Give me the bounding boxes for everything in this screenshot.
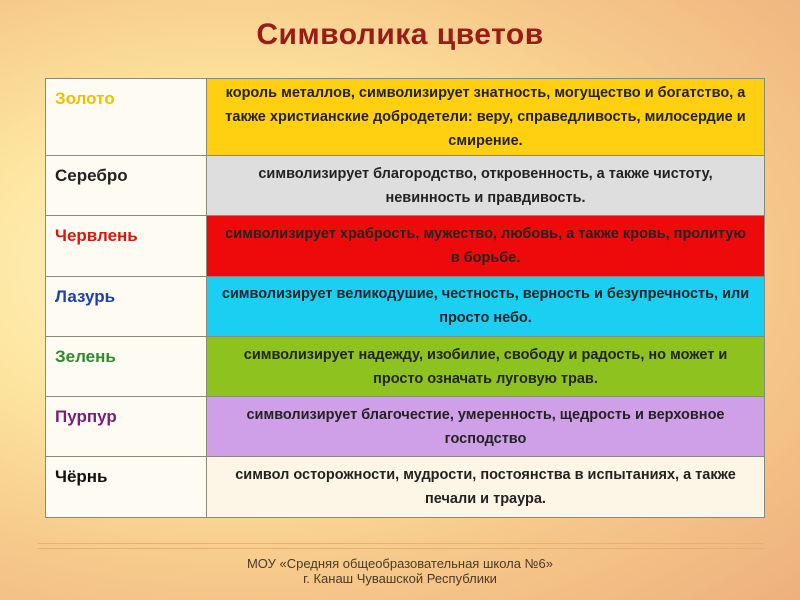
- color-name-cell: Чёрнь: [45, 456, 207, 518]
- table-row: Зелень символизирует надежду, изобилие, …: [45, 335, 765, 398]
- color-description-cell: символизирует благородство, откровенност…: [206, 154, 765, 217]
- color-description: король металлов, символизирует знатность…: [225, 85, 746, 149]
- color-name: Червлень: [55, 226, 138, 246]
- table-row: Золото король металлов, символизирует зн…: [45, 78, 765, 156]
- color-description-cell: символизирует храбрость, мужество, любов…: [206, 215, 765, 277]
- color-description-cell: символ осторожности, мудрости, постоянст…: [206, 456, 765, 518]
- color-description: символизирует храбрость, мужество, любов…: [225, 225, 746, 266]
- footer-divider-top: [38, 543, 764, 544]
- color-name-cell: Лазурь: [45, 275, 207, 337]
- color-name-cell: Червлень: [45, 215, 207, 277]
- school-name: МОУ «Средняя общеобразовательная школа №…: [246, 556, 554, 571]
- footer: МОУ «Средняя общеобразовательная школа №…: [0, 556, 800, 586]
- table-row: Пурпур символизирует благочестие, умерен…: [45, 396, 765, 458]
- color-description-cell: символизирует благочестие, умеренность, …: [206, 396, 765, 458]
- color-description: символизирует надежду, изобилие, свободу…: [243, 346, 728, 387]
- color-name: Чёрнь: [55, 467, 108, 487]
- school-location: г. Канаш Чувашской Республики: [303, 571, 497, 586]
- footer-divider-bottom: [38, 548, 764, 549]
- color-name-cell: Серебро: [45, 154, 207, 217]
- color-name: Золото: [55, 89, 115, 108]
- color-description: символизирует благочестие, умеренность, …: [246, 406, 725, 447]
- colors-table: Золото король металлов, символизирует зн…: [45, 78, 765, 518]
- color-description-cell: символизирует великодушие, честность, ве…: [206, 275, 765, 337]
- color-name-cell: Зелень: [45, 335, 207, 398]
- page-title: Символика цветов: [256, 18, 544, 51]
- color-name-cell: Золото: [45, 78, 207, 156]
- color-name: Пурпур: [55, 407, 117, 427]
- color-name: Зелень: [55, 346, 116, 366]
- color-description: символ осторожности, мудрости, постоянст…: [235, 467, 736, 508]
- color-name-cell: Пурпур: [45, 396, 207, 458]
- table-row: Лазурь символизирует великодушие, честно…: [45, 275, 765, 337]
- table-row: Чёрнь символ осторожности, мудрости, пос…: [45, 456, 765, 518]
- table-row: Серебро символизирует благородство, откр…: [45, 154, 765, 217]
- color-name: Серебро: [55, 166, 128, 185]
- color-description-cell: король металлов, символизирует знатность…: [206, 78, 765, 156]
- color-name: Лазурь: [55, 286, 116, 306]
- table-row: Червлень символизирует храбрость, мужест…: [45, 215, 765, 277]
- color-description: символизирует благородство, откровенност…: [258, 165, 713, 206]
- color-description-cell: символизирует надежду, изобилие, свободу…: [206, 335, 765, 398]
- color-description: символизирует великодушие, честность, ве…: [221, 286, 750, 327]
